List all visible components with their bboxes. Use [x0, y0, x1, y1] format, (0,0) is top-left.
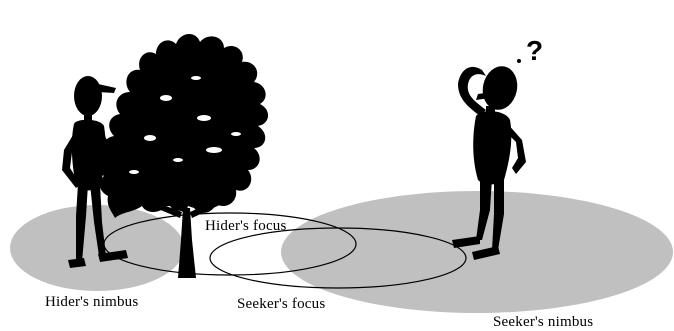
seeker-figure-icon: [452, 66, 526, 260]
hider-focus-label: Hider's focus: [205, 218, 287, 234]
tree-icon: [99, 33, 269, 278]
hider-focus-area: [103, 212, 357, 276]
seeker-focus-area: [209, 227, 467, 289]
hider-nimbus-label: Hider's nimbus: [45, 294, 139, 310]
seeker-focus-label: Seeker's focus: [237, 296, 326, 312]
hider-figure-icon: [62, 76, 128, 268]
seeker-nimbus-label: Seeker's nimbus: [493, 314, 594, 330]
hider-nimbus-area: [10, 205, 184, 291]
thought-dot: [517, 59, 521, 63]
tree-canopy-gaps: [129, 76, 241, 174]
question-mark-icon: ?: [526, 35, 543, 66]
